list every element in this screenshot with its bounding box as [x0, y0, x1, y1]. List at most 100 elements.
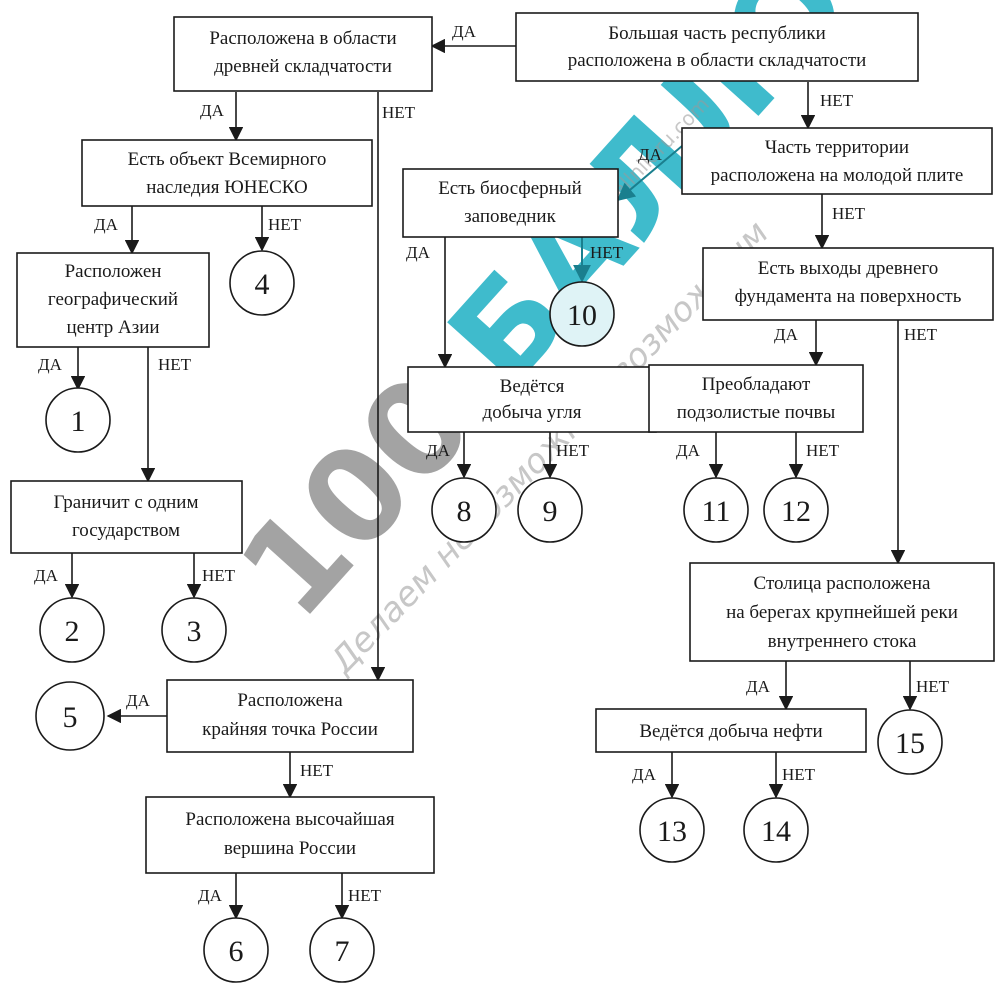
node-coal-line-2: добыча угля — [483, 402, 582, 423]
node-young: Часть территории расположена на молодой … — [681, 127, 993, 195]
label-yes: ДА — [200, 101, 225, 120]
label-no: НЕТ — [300, 761, 334, 780]
node-onestate-line-2: государством — [72, 520, 180, 541]
node-geocenter-line-1: Расположен — [65, 261, 162, 282]
node-ancient-line-1: Расположена в области — [209, 28, 396, 49]
outcome-circles: 1 2 3 4 5 6 7 8 — [35, 250, 943, 983]
node-extreme: Расположена крайняя точка России — [166, 679, 414, 753]
node-extreme-line-1: Расположена — [237, 690, 343, 711]
label-no: НЕТ — [806, 441, 840, 460]
outcome-1: 1 — [45, 387, 111, 453]
label-yes: ДА — [746, 677, 771, 696]
node-highest: Расположена высочайшая вершина России — [145, 796, 435, 874]
node-capital-line-1: Столица расположена — [754, 573, 931, 594]
node-highest-line-2: вершина России — [224, 838, 356, 859]
node-oil-line-1: Ведётся добыча нефти — [639, 721, 822, 742]
outcome-14: 14 — [743, 797, 809, 863]
node-coal: Ведётся добыча угля — [407, 366, 657, 433]
node-capital: Столица расположена на берегах крупнейше… — [689, 562, 995, 662]
node-unesco-line-2: наследия ЮНЕСКО — [146, 177, 307, 198]
node-main-line-2: расположена в области складчатости — [568, 50, 867, 71]
outcome-1-label: 1 — [71, 405, 86, 438]
node-young-line-1: Часть территории — [765, 137, 909, 158]
node-coal-line-1: Ведётся — [500, 376, 565, 397]
outcome-13: 13 — [639, 797, 705, 863]
node-extreme-line-2: крайняя точка России — [202, 719, 378, 740]
label-no: НЕТ — [556, 441, 590, 460]
outcome-9-label: 9 — [543, 495, 558, 528]
outcome-4-label: 4 — [255, 268, 270, 301]
outcome-3: 3 — [161, 597, 227, 663]
label-yes: ДА — [34, 566, 59, 585]
outcome-7: 7 — [309, 917, 375, 983]
outcome-12-label: 12 — [781, 495, 811, 528]
label-yes: ДА — [632, 765, 657, 784]
outcome-15: 15 — [877, 709, 943, 775]
label-yes: ДА — [676, 441, 701, 460]
label-yes: ДА — [426, 441, 451, 460]
label-yes: ДА — [198, 886, 223, 905]
node-unesco-line-1: Есть объект Всемирного — [128, 149, 327, 170]
node-foundation-line-1: Есть выходы древнего — [758, 258, 938, 279]
node-podzol-line-1: Преобладают — [702, 374, 811, 395]
edges — [64, 38, 918, 920]
outcome-12: 12 — [763, 477, 829, 543]
outcome-11: 11 — [683, 477, 749, 543]
outcome-5: 5 — [35, 681, 105, 751]
label-yes: ДА — [126, 691, 151, 710]
edge-labels: ДА НЕТ ДА НЕТ ДА НЕТ ДА НЕТ ДА НЕТ ДА НЕ… — [34, 22, 950, 905]
node-foundation-line-2: фундамента на поверхность — [735, 286, 962, 307]
outcome-8-label: 8 — [457, 495, 472, 528]
node-geocenter-line-2: географический — [48, 289, 178, 310]
label-no: НЕТ — [904, 325, 938, 344]
decision-boxes: Большая часть республики расположена в о… — [10, 12, 995, 874]
label-no: НЕТ — [820, 91, 854, 110]
node-biosphere-line-2: заповедник — [464, 206, 556, 227]
label-no: НЕТ — [782, 765, 816, 784]
outcome-6-label: 6 — [229, 935, 244, 968]
outcome-14-label: 14 — [761, 815, 791, 848]
outcome-8: 8 — [431, 477, 497, 543]
outcome-2-label: 2 — [65, 615, 80, 648]
outcome-10: 10 — [549, 281, 615, 347]
label-no: НЕТ — [382, 103, 416, 122]
node-geocenter: Расположен географический центр Азии — [16, 252, 210, 348]
node-biosphere-line-1: Есть биосферный — [438, 178, 582, 199]
node-onestate: Граничит с одним государством — [10, 480, 243, 554]
label-no: НЕТ — [202, 566, 236, 585]
node-biosphere: Есть биосферный заповедник — [402, 168, 619, 238]
node-main: Большая часть республики расположена в о… — [515, 12, 919, 82]
label-yes: ДА — [406, 243, 431, 262]
edge-young-biosphere — [616, 145, 683, 202]
outcome-7-label: 7 — [335, 935, 350, 968]
outcome-5-label: 5 — [63, 701, 78, 734]
node-capital-line-2: на берегах крупнейшей реки — [726, 602, 958, 623]
outcome-4: 4 — [229, 250, 295, 316]
node-ancient: Расположена в области древней складчатос… — [173, 16, 433, 92]
node-capital-line-3: внутреннего стока — [768, 631, 917, 652]
label-yes: ДА — [638, 145, 663, 164]
label-yes: ДА — [774, 325, 799, 344]
node-podzol-line-2: подзолистые почвы — [677, 402, 836, 423]
outcome-11-label: 11 — [702, 495, 731, 528]
label-no: НЕТ — [268, 215, 302, 234]
label-no: НЕТ — [832, 204, 866, 223]
node-highest-line-1: Расположена высочайшая — [185, 809, 394, 830]
node-ancient-line-2: древней складчатости — [214, 56, 392, 77]
outcome-9: 9 — [517, 477, 583, 543]
label-no: НЕТ — [348, 886, 382, 905]
node-oil: Ведётся добыча нефти — [595, 708, 867, 753]
node-young-line-2: расположена на молодой плите — [711, 165, 964, 186]
node-unesco: Есть объект Всемирного наследия ЮНЕСКО — [81, 139, 373, 207]
outcome-6: 6 — [203, 917, 269, 983]
outcome-10-label: 10 — [567, 299, 597, 332]
label-yes: ДА — [38, 355, 63, 374]
node-podzol: Преобладают подзолистые почвы — [648, 364, 864, 433]
label-no: НЕТ — [590, 243, 624, 262]
label-yes: ДА — [94, 215, 119, 234]
outcome-13-label: 13 — [657, 815, 687, 848]
node-geocenter-line-3: центр Азии — [66, 317, 159, 338]
outcome-15-label: 15 — [895, 727, 925, 760]
node-foundation: Есть выходы древнего фундамента на повер… — [702, 247, 994, 321]
